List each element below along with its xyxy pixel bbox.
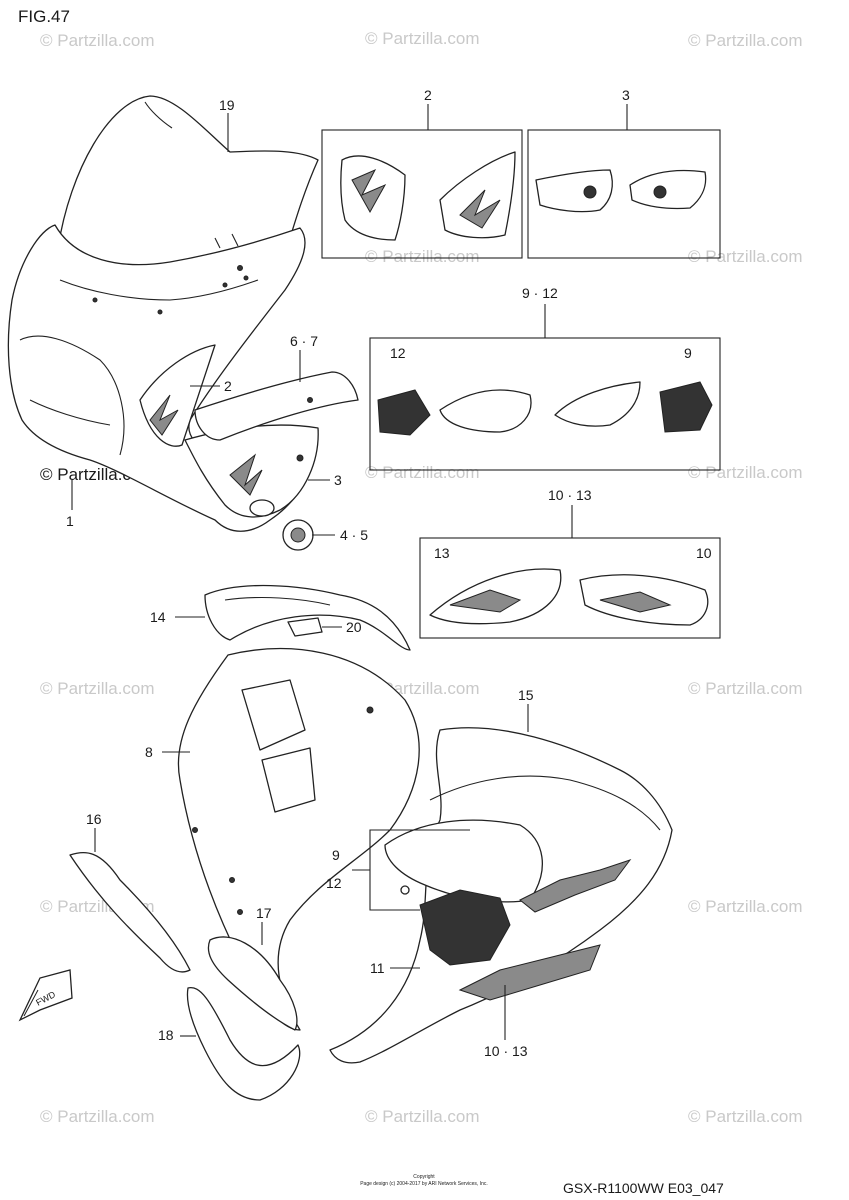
watermark: © Partzilla.com <box>40 31 155 50</box>
part-under-cowling-left <box>329 727 673 1064</box>
callout-2-cowling: 2 <box>224 378 232 394</box>
part-grommet <box>282 519 314 551</box>
watermark: © Partzilla.com <box>688 31 803 50</box>
box-label-13: 13 <box>434 545 450 561</box>
callout-10-13: 10 · 13 <box>548 487 592 503</box>
decal-box-9-12 <box>369 337 721 471</box>
watermark: © Partzilla.com <box>365 29 480 48</box>
copyright-line-1: Copyright <box>413 1174 435 1180</box>
watermark: © Partzilla.com <box>40 679 155 698</box>
callout-9-12: 9 · 12 <box>522 285 558 301</box>
callout-2: 2 <box>424 87 432 103</box>
watermark: © Partzilla.com <box>688 897 803 916</box>
decal-box-2 <box>321 129 523 259</box>
callout-labels: 19 2 3 9 · 12 12 9 6 · 7 2 3 1 4 · 5 10 … <box>66 87 712 1059</box>
callout-4-5: 4 · 5 <box>340 527 368 543</box>
box-label-12: 12 <box>390 345 406 361</box>
watermark: © Partzilla.com <box>40 1107 155 1126</box>
callout-1: 1 <box>66 513 74 529</box>
callout-9: 9 <box>332 847 340 863</box>
callout-6-7: 6 · 7 <box>290 333 318 349</box>
part-bracket <box>194 371 359 441</box>
part-under-cowling-right <box>177 647 420 1031</box>
watermark: © Partzilla.com <box>688 679 803 698</box>
callout-12: 12 <box>326 875 342 891</box>
decal-box-10-13 <box>419 537 721 639</box>
figure-title: FIG.47 <box>18 7 70 26</box>
callout-18: 18 <box>158 1027 174 1043</box>
callout-19: 19 <box>219 97 235 113</box>
watermark: © Partzilla.com <box>688 463 803 482</box>
watermark: © Partzilla.com <box>365 247 480 266</box>
part-inner-panel <box>204 584 411 651</box>
watermark: © Partzilla.com <box>688 247 803 266</box>
watermark: © Partzilla.com <box>688 1107 803 1126</box>
box-label-10: 10 <box>696 545 712 561</box>
callout-8: 8 <box>145 744 153 760</box>
part-lower-panel <box>186 987 301 1101</box>
watermark: © Partzilla.com <box>365 1107 480 1126</box>
decal-box-3 <box>527 129 721 259</box>
part-cowling-emblem <box>139 344 216 447</box>
part-side-cover-right <box>207 936 298 1031</box>
watermark: © Partzilla.com <box>365 463 480 482</box>
figure-code: GSX-R1100WW E03_047 <box>563 1180 724 1196</box>
callout-17: 17 <box>256 905 272 921</box>
callout-3: 3 <box>622 87 630 103</box>
fwd-arrow-icon: FWD <box>18 969 73 1022</box>
callout-10-13-lower: 10 · 13 <box>484 1043 528 1059</box>
copyright-line-2: Page design (c) 2004-2017 by ARI Network… <box>360 1181 488 1187</box>
callout-11: 11 <box>370 960 385 976</box>
callout-15: 15 <box>518 687 534 703</box>
part-side-cover-left <box>69 851 191 973</box>
callout-16: 16 <box>86 811 102 827</box>
box-label-9: 9 <box>684 345 692 361</box>
leader-lines <box>71 104 628 1040</box>
part-cushion <box>287 617 323 637</box>
callout-20: 20 <box>346 619 362 635</box>
callout-3-cowling: 3 <box>334 472 342 488</box>
callout-14: 14 <box>150 609 166 625</box>
